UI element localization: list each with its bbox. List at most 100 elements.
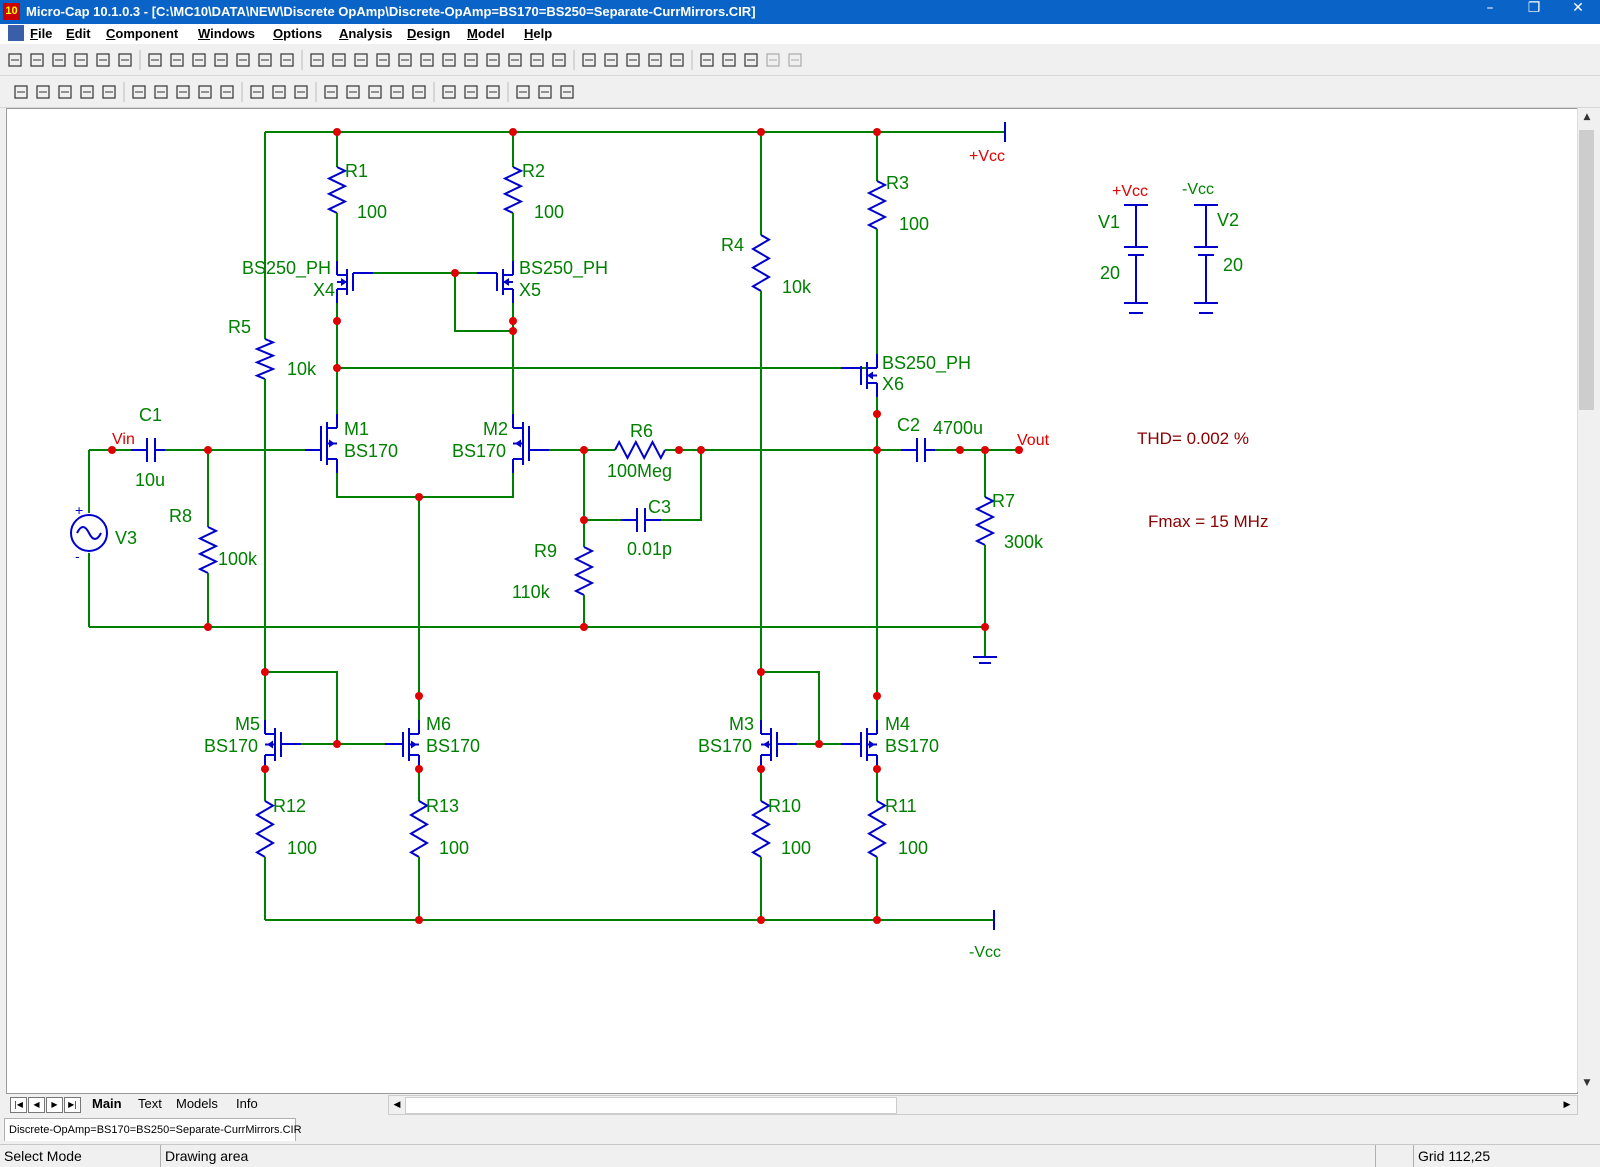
select-mode-icon[interactable] <box>12 83 30 101</box>
restore-icon[interactable]: ❐ <box>1527 0 1541 16</box>
print-icon[interactable] <box>116 51 134 69</box>
menu-component[interactable]: Component <box>106 26 179 41</box>
nmos-m5[interactable] <box>264 720 301 769</box>
node-dot[interactable] <box>415 916 423 924</box>
tile-horizontal-icon[interactable] <box>602 51 620 69</box>
node-dot[interactable] <box>509 128 517 136</box>
node-dot[interactable] <box>415 692 423 700</box>
clear-icon[interactable] <box>278 51 296 69</box>
calculator-icon[interactable] <box>668 51 686 69</box>
scroll-up-icon[interactable]: ▲ <box>1583 112 1591 122</box>
pin-icon[interactable] <box>196 83 214 101</box>
node-dot[interactable] <box>580 516 588 524</box>
vertical-scrollbar[interactable]: ▲ ▼ <box>1577 108 1596 1092</box>
resistor-r1[interactable] <box>326 166 348 214</box>
battery-v2[interactable] <box>1194 204 1218 314</box>
print-preview-icon[interactable] <box>94 51 112 69</box>
node-dot[interactable] <box>873 765 881 773</box>
node-dot[interactable] <box>580 446 588 454</box>
restore-windows-icon[interactable] <box>624 51 642 69</box>
resistor-r6[interactable] <box>614 439 666 461</box>
node-dot[interactable] <box>956 446 964 454</box>
flag-tool-icon[interactable] <box>514 83 532 101</box>
node-dot[interactable] <box>333 128 341 136</box>
graphics-icon[interactable] <box>152 83 170 101</box>
diode-icon[interactable] <box>396 51 414 69</box>
cap-icon[interactable] <box>506 51 524 69</box>
node-dot[interactable] <box>415 493 423 501</box>
resistor-r4[interactable] <box>751 234 771 292</box>
grid-icon[interactable] <box>410 83 428 101</box>
node-dot[interactable] <box>333 364 341 372</box>
resistor-r8[interactable] <box>197 526 219 574</box>
last-page-icon[interactable]: ▶| <box>64 1097 81 1113</box>
tab-text[interactable]: Text <box>138 1096 162 1111</box>
delete-icon[interactable] <box>256 51 274 69</box>
open-icon[interactable] <box>28 51 46 69</box>
text-tag-icon[interactable] <box>270 83 288 101</box>
vertical-scroll-thumb[interactable] <box>1579 130 1594 410</box>
tab-main[interactable]: Main <box>92 1096 122 1111</box>
save-all-icon[interactable] <box>72 51 90 69</box>
node-dot[interactable] <box>580 623 588 631</box>
resistor-r7[interactable] <box>974 496 996 546</box>
rotate-icon[interactable] <box>322 83 340 101</box>
node-dot[interactable] <box>697 446 705 454</box>
menu-analysis[interactable]: Analysis <box>339 26 393 41</box>
switch-icon[interactable] <box>484 51 502 69</box>
capacitor-icon[interactable] <box>352 51 370 69</box>
nmos-m2[interactable] <box>512 414 549 473</box>
node-dot[interactable] <box>981 446 989 454</box>
wire[interactable] <box>761 671 820 745</box>
horizontal-scrollbar[interactable]: ◀ ▶ <box>388 1095 1578 1115</box>
node-dot[interactable] <box>873 446 881 454</box>
pin-connect-icon[interactable] <box>366 83 384 101</box>
node-dot[interactable] <box>451 269 459 277</box>
node-dot[interactable] <box>333 740 341 748</box>
pmos-x4[interactable] <box>336 261 373 303</box>
undo-icon[interactable] <box>146 51 164 69</box>
node-dot[interactable] <box>675 446 683 454</box>
node-dot[interactable] <box>509 327 517 335</box>
find-icon[interactable] <box>292 83 310 101</box>
node-dot[interactable] <box>333 317 341 325</box>
nmos-m3[interactable] <box>760 720 797 769</box>
pmos-x5[interactable] <box>477 261 514 303</box>
p-key-icon[interactable] <box>720 51 738 69</box>
node-dot[interactable] <box>815 740 823 748</box>
node-dot[interactable] <box>873 128 881 136</box>
inductor-icon[interactable] <box>374 51 392 69</box>
resistor-r5[interactable] <box>254 338 276 380</box>
node-dot[interactable] <box>873 410 881 418</box>
flag-icon[interactable] <box>174 83 192 101</box>
resistor-r2[interactable] <box>502 166 524 214</box>
f-key-icon[interactable] <box>558 83 576 101</box>
maximize-icon[interactable] <box>646 51 664 69</box>
node-dot[interactable] <box>873 692 881 700</box>
mirror-icon[interactable] <box>344 83 362 101</box>
save-icon[interactable] <box>50 51 68 69</box>
resistor-r13[interactable] <box>409 800 429 858</box>
scroll-down-icon[interactable]: ▼ <box>1583 1078 1591 1088</box>
minimize-icon[interactable]: – <box>1486 0 1494 16</box>
nmos-m1[interactable] <box>305 414 338 473</box>
wire-mode-icon[interactable] <box>34 83 52 101</box>
menu-options[interactable]: Options <box>273 26 323 41</box>
nmos-m6[interactable] <box>385 720 420 769</box>
battery-v1[interactable] <box>1124 204 1148 314</box>
capacitor-c3[interactable] <box>621 508 661 532</box>
node-dot[interactable] <box>757 128 765 136</box>
tile-vertical-icon[interactable] <box>580 51 598 69</box>
menu-help[interactable]: Help <box>524 26 553 41</box>
source-v3[interactable] <box>70 514 108 552</box>
menu-windows[interactable]: Windows <box>198 26 255 41</box>
scroll-right-icon[interactable]: ▶ <box>1563 1100 1571 1110</box>
ground-icon[interactable] <box>308 51 326 69</box>
text-mode-icon[interactable] <box>56 83 74 101</box>
close-icon[interactable]: ✕ <box>1572 0 1584 16</box>
resistor-r9[interactable] <box>573 546 595 596</box>
cut-icon[interactable] <box>190 51 208 69</box>
node-dot[interactable] <box>204 623 212 631</box>
opamp-icon[interactable] <box>462 51 480 69</box>
